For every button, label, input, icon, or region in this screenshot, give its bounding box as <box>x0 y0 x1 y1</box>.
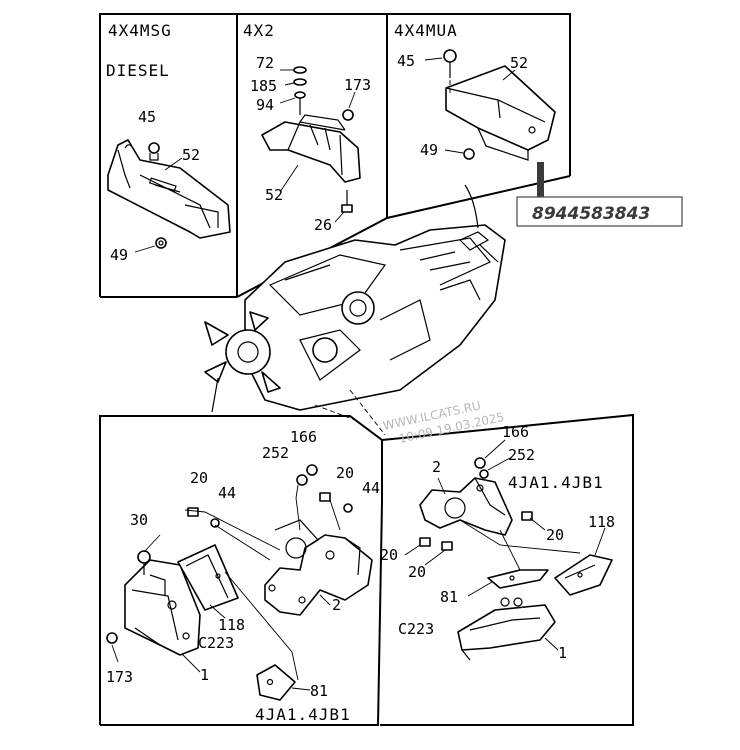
label-x2-52: 52 <box>265 186 283 204</box>
br-engine-code: 4JA1.4JB1 <box>508 473 604 492</box>
x2-stack-parts <box>293 66 307 115</box>
label-bl-81: 81 <box>310 682 328 700</box>
label-bl-118: 118 <box>218 616 245 634</box>
label-msg-45: 45 <box>138 108 156 126</box>
label-bl-173: 173 <box>106 668 133 686</box>
mua-mount-bracket <box>445 65 556 161</box>
bl-bolt-30 <box>137 550 151 575</box>
mua-nut-49 <box>463 148 475 160</box>
br-bracket-2 <box>419 477 513 536</box>
br-plate-81 <box>487 569 549 589</box>
label-bl-166: 166 <box>290 428 317 446</box>
engine-fan <box>204 311 281 413</box>
label-br-166: 166 <box>502 423 529 441</box>
x2-bolt-26 <box>341 190 353 213</box>
label-br-c223: C223 <box>398 620 434 638</box>
label-mua-45: 45 <box>397 52 415 70</box>
panel-header-4x4mua: 4X4MUA <box>394 21 458 40</box>
label-x2-26: 26 <box>314 216 332 234</box>
label-bl-20a: 20 <box>190 469 208 487</box>
label-msg-52: 52 <box>182 146 200 164</box>
msg-nut-49 <box>155 237 167 249</box>
label-br-81: 81 <box>440 588 458 606</box>
bl-nut-173 <box>106 632 118 644</box>
label-bl-20b: 20 <box>336 464 354 482</box>
panel-subheader-diesel: DIESEL <box>106 61 170 80</box>
label-br-118: 118 <box>588 513 615 531</box>
x2-mount-bracket <box>261 114 361 183</box>
label-br-2: 2 <box>432 458 441 476</box>
engine-assembly <box>244 184 506 411</box>
msg-mount-bracket <box>107 139 231 239</box>
label-bl-30: 30 <box>130 511 148 529</box>
label-bl-c223: C223 <box>198 634 234 652</box>
bl-plate-81 <box>256 664 296 701</box>
label-msg-49: 49 <box>110 246 128 264</box>
br-engine-mount-1 <box>457 597 556 661</box>
label-x2-72: 72 <box>256 54 274 72</box>
label-br-1: 1 <box>558 644 567 662</box>
label-mua-52: 52 <box>510 54 528 72</box>
label-bl-252: 252 <box>262 444 289 462</box>
mua-bolt-45 <box>443 49 457 78</box>
bl-heat-shield-118 <box>177 544 239 611</box>
label-x2-94: 94 <box>256 96 274 114</box>
bottom-right-frame <box>380 413 634 726</box>
label-x2-185: 185 <box>250 77 277 95</box>
label-br-20a: 20 <box>546 526 564 544</box>
x2-nut-173 <box>342 109 354 121</box>
label-br-20b: 20 <box>380 546 398 564</box>
label-x2-173: 173 <box>344 76 371 94</box>
label-bl-2: 2 <box>332 596 341 614</box>
br-small-hardware <box>419 457 533 551</box>
msg-bolt-45 <box>148 142 160 161</box>
label-bl-44b: 44 <box>362 479 380 497</box>
label-bl-44a: 44 <box>218 484 236 502</box>
label-mua-49: 49 <box>420 141 438 159</box>
part-number-callout[interactable]: 8944583843 <box>516 162 683 227</box>
panel-header-4x2: 4X2 <box>243 21 275 40</box>
part-number-text: 8944583843 <box>532 204 650 224</box>
watermark: WWW.ILCATS.RU 10:09 19.03.2025 <box>382 398 506 445</box>
panel-header-4x4msg: 4X4MSG <box>108 21 172 40</box>
bl-bracket-2 <box>264 519 373 616</box>
label-br-252: 252 <box>508 446 535 464</box>
bl-small-hardware <box>187 464 353 528</box>
bl-left-mount <box>124 559 201 656</box>
bl-engine-code: 4JA1.4JB1 <box>255 705 351 724</box>
label-bl-1: 1 <box>200 666 209 684</box>
br-heat-shield-118 <box>554 554 613 596</box>
label-br-20c: 20 <box>408 563 426 581</box>
